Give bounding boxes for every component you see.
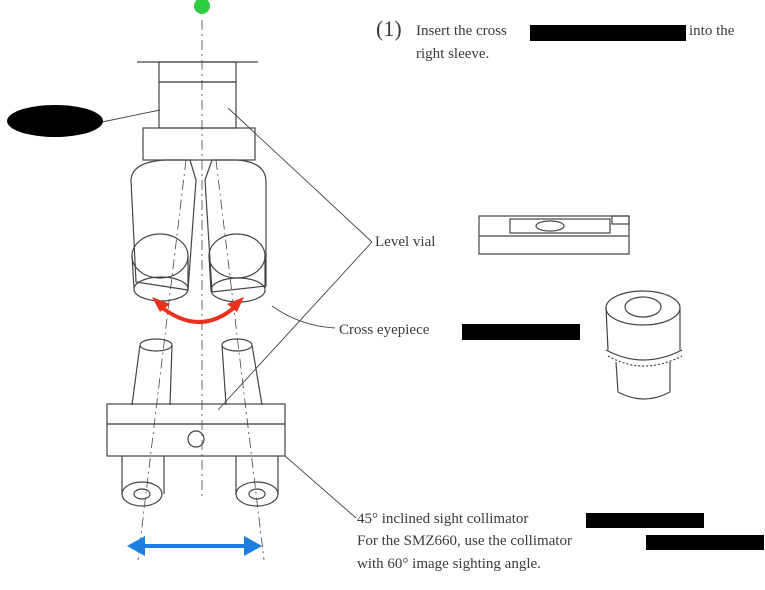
optical-axes: [137, 20, 265, 561]
instruction-line-2: right sleeve.: [416, 46, 490, 62]
redaction-bar: [530, 25, 686, 41]
collimator-label-line-1: 45° inclined sight collimator: [357, 511, 529, 527]
collimator-base: [106, 403, 286, 507]
redaction-bar: [646, 535, 764, 550]
level-vial-drawing: [478, 215, 630, 255]
level-vial-label: Level vial: [375, 234, 436, 250]
eyepiece-head: [130, 127, 267, 303]
redaction-bar: [462, 324, 580, 340]
redaction-blob: [7, 105, 103, 137]
collimator-label-line-3: with 60° image sighting angle.: [357, 556, 541, 572]
instruction-line-1b: into the: [689, 23, 735, 39]
top-tube: [137, 61, 258, 129]
cross-eyepiece-label: Cross eyepiece: [339, 322, 430, 338]
collimator-label-line-2: For the SMZ660, use the collimator: [357, 533, 572, 549]
step-number: (1): [376, 16, 402, 41]
red-rotation-arrow: [158, 304, 238, 324]
instruction-line-1a: Insert the cross: [416, 23, 507, 39]
redaction-bar: [586, 513, 704, 528]
leader-lines: [101, 107, 373, 519]
cross-eyepiece-drawing: [605, 290, 683, 400]
green-marker-dot: [194, 0, 210, 14]
collimator-legs: [131, 338, 263, 406]
blue-width-arrow: [127, 536, 262, 556]
